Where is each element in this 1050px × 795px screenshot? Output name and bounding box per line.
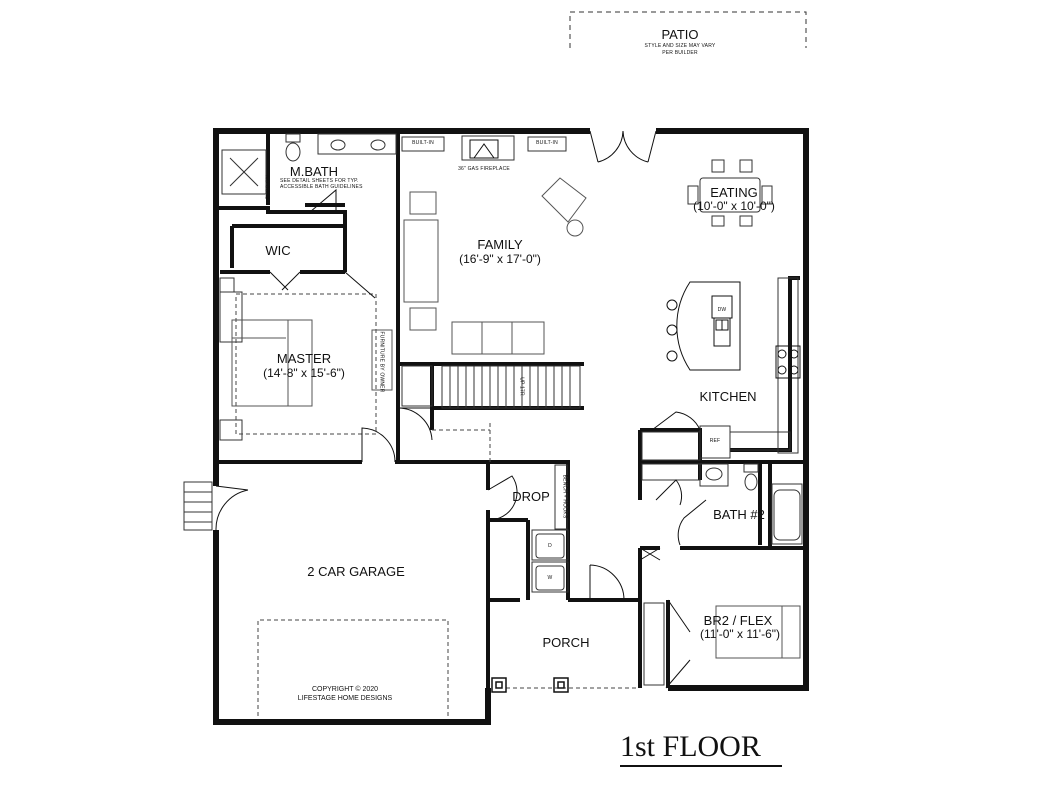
stair-label: UP 17R bbox=[518, 377, 525, 396]
dryer-label: D bbox=[548, 543, 552, 549]
family-dimensions: (16'-9" x 17'-0") bbox=[459, 252, 541, 266]
fireplace-label: 36" GAS FIREPLACE bbox=[458, 166, 510, 172]
patio-outline bbox=[569, 11, 807, 48]
wic-label: WIC bbox=[265, 243, 291, 258]
garage-label: 2 CAR GARAGE bbox=[307, 564, 405, 579]
refrigerator-label: REF bbox=[709, 438, 721, 444]
doors bbox=[215, 130, 707, 689]
dashed-lines bbox=[235, 293, 636, 716]
dining-table bbox=[687, 159, 773, 227]
counters bbox=[219, 135, 803, 686]
bath2-label: BATH #2 bbox=[713, 507, 765, 522]
eating-dimensions: (10'-0" x 10'-0") bbox=[693, 199, 775, 213]
patio-label: PATIO bbox=[661, 27, 699, 42]
br2-label: BR2 / FLEX bbox=[703, 613, 773, 628]
porch-label: PORCH bbox=[542, 635, 590, 650]
plan-title: 1st FLOOR bbox=[620, 730, 761, 763]
fireplace bbox=[469, 139, 499, 159]
interior-walls bbox=[216, 131, 806, 688]
dishwasher-label: DW bbox=[717, 307, 727, 313]
eating-label: EATING bbox=[710, 185, 758, 200]
m-bath-note-2: ACCESSIBLE BATH GUIDELINES bbox=[280, 184, 363, 190]
windows bbox=[215, 150, 807, 689]
porch-columns bbox=[491, 677, 569, 693]
br2-bed bbox=[715, 605, 801, 659]
built-in-right-label: BUILT-IN bbox=[536, 140, 558, 146]
built-in-left-label: BUILT-IN bbox=[412, 140, 434, 146]
stairs bbox=[441, 365, 581, 409]
kitchen-island bbox=[666, 281, 741, 371]
furniture-note: FURNITURE BY OWNER bbox=[378, 331, 385, 393]
master-label: MASTER bbox=[276, 351, 332, 366]
m-bath-label: M.BATH bbox=[289, 164, 339, 179]
br2-dimensions: (11'-0" x 11'-6") bbox=[699, 627, 780, 641]
copyright-line-2: LIFESTAGE HOME DESIGNS bbox=[297, 695, 393, 702]
bath-fixtures bbox=[221, 133, 801, 541]
no-curb-label: NO CURB bbox=[263, 175, 270, 200]
copyright-line-1: COPYRIGHT © 2020 bbox=[311, 686, 379, 693]
master-dimensions: (14'-8" x 15'-6") bbox=[263, 366, 345, 380]
garage-steps bbox=[183, 481, 213, 531]
m-bath-note-1: SEE DETAIL SHEETS FOR TYP. bbox=[280, 178, 359, 184]
title-underline bbox=[620, 765, 782, 767]
laundry bbox=[535, 533, 565, 591]
patio-note-2: PER BUILDER bbox=[662, 50, 698, 56]
drop-label: DROP bbox=[512, 489, 550, 504]
washer-label: W bbox=[547, 575, 553, 581]
master-furniture bbox=[231, 319, 393, 407]
family-label: FAMILY bbox=[477, 237, 523, 252]
bench-label: BENCH + HOOKS bbox=[561, 474, 568, 519]
patio-note-1: STYLE AND SIZE MAY VARY bbox=[644, 43, 716, 49]
cooktop bbox=[775, 345, 801, 379]
kitchen-label: KITCHEN bbox=[699, 389, 757, 404]
family-furniture bbox=[403, 177, 587, 355]
